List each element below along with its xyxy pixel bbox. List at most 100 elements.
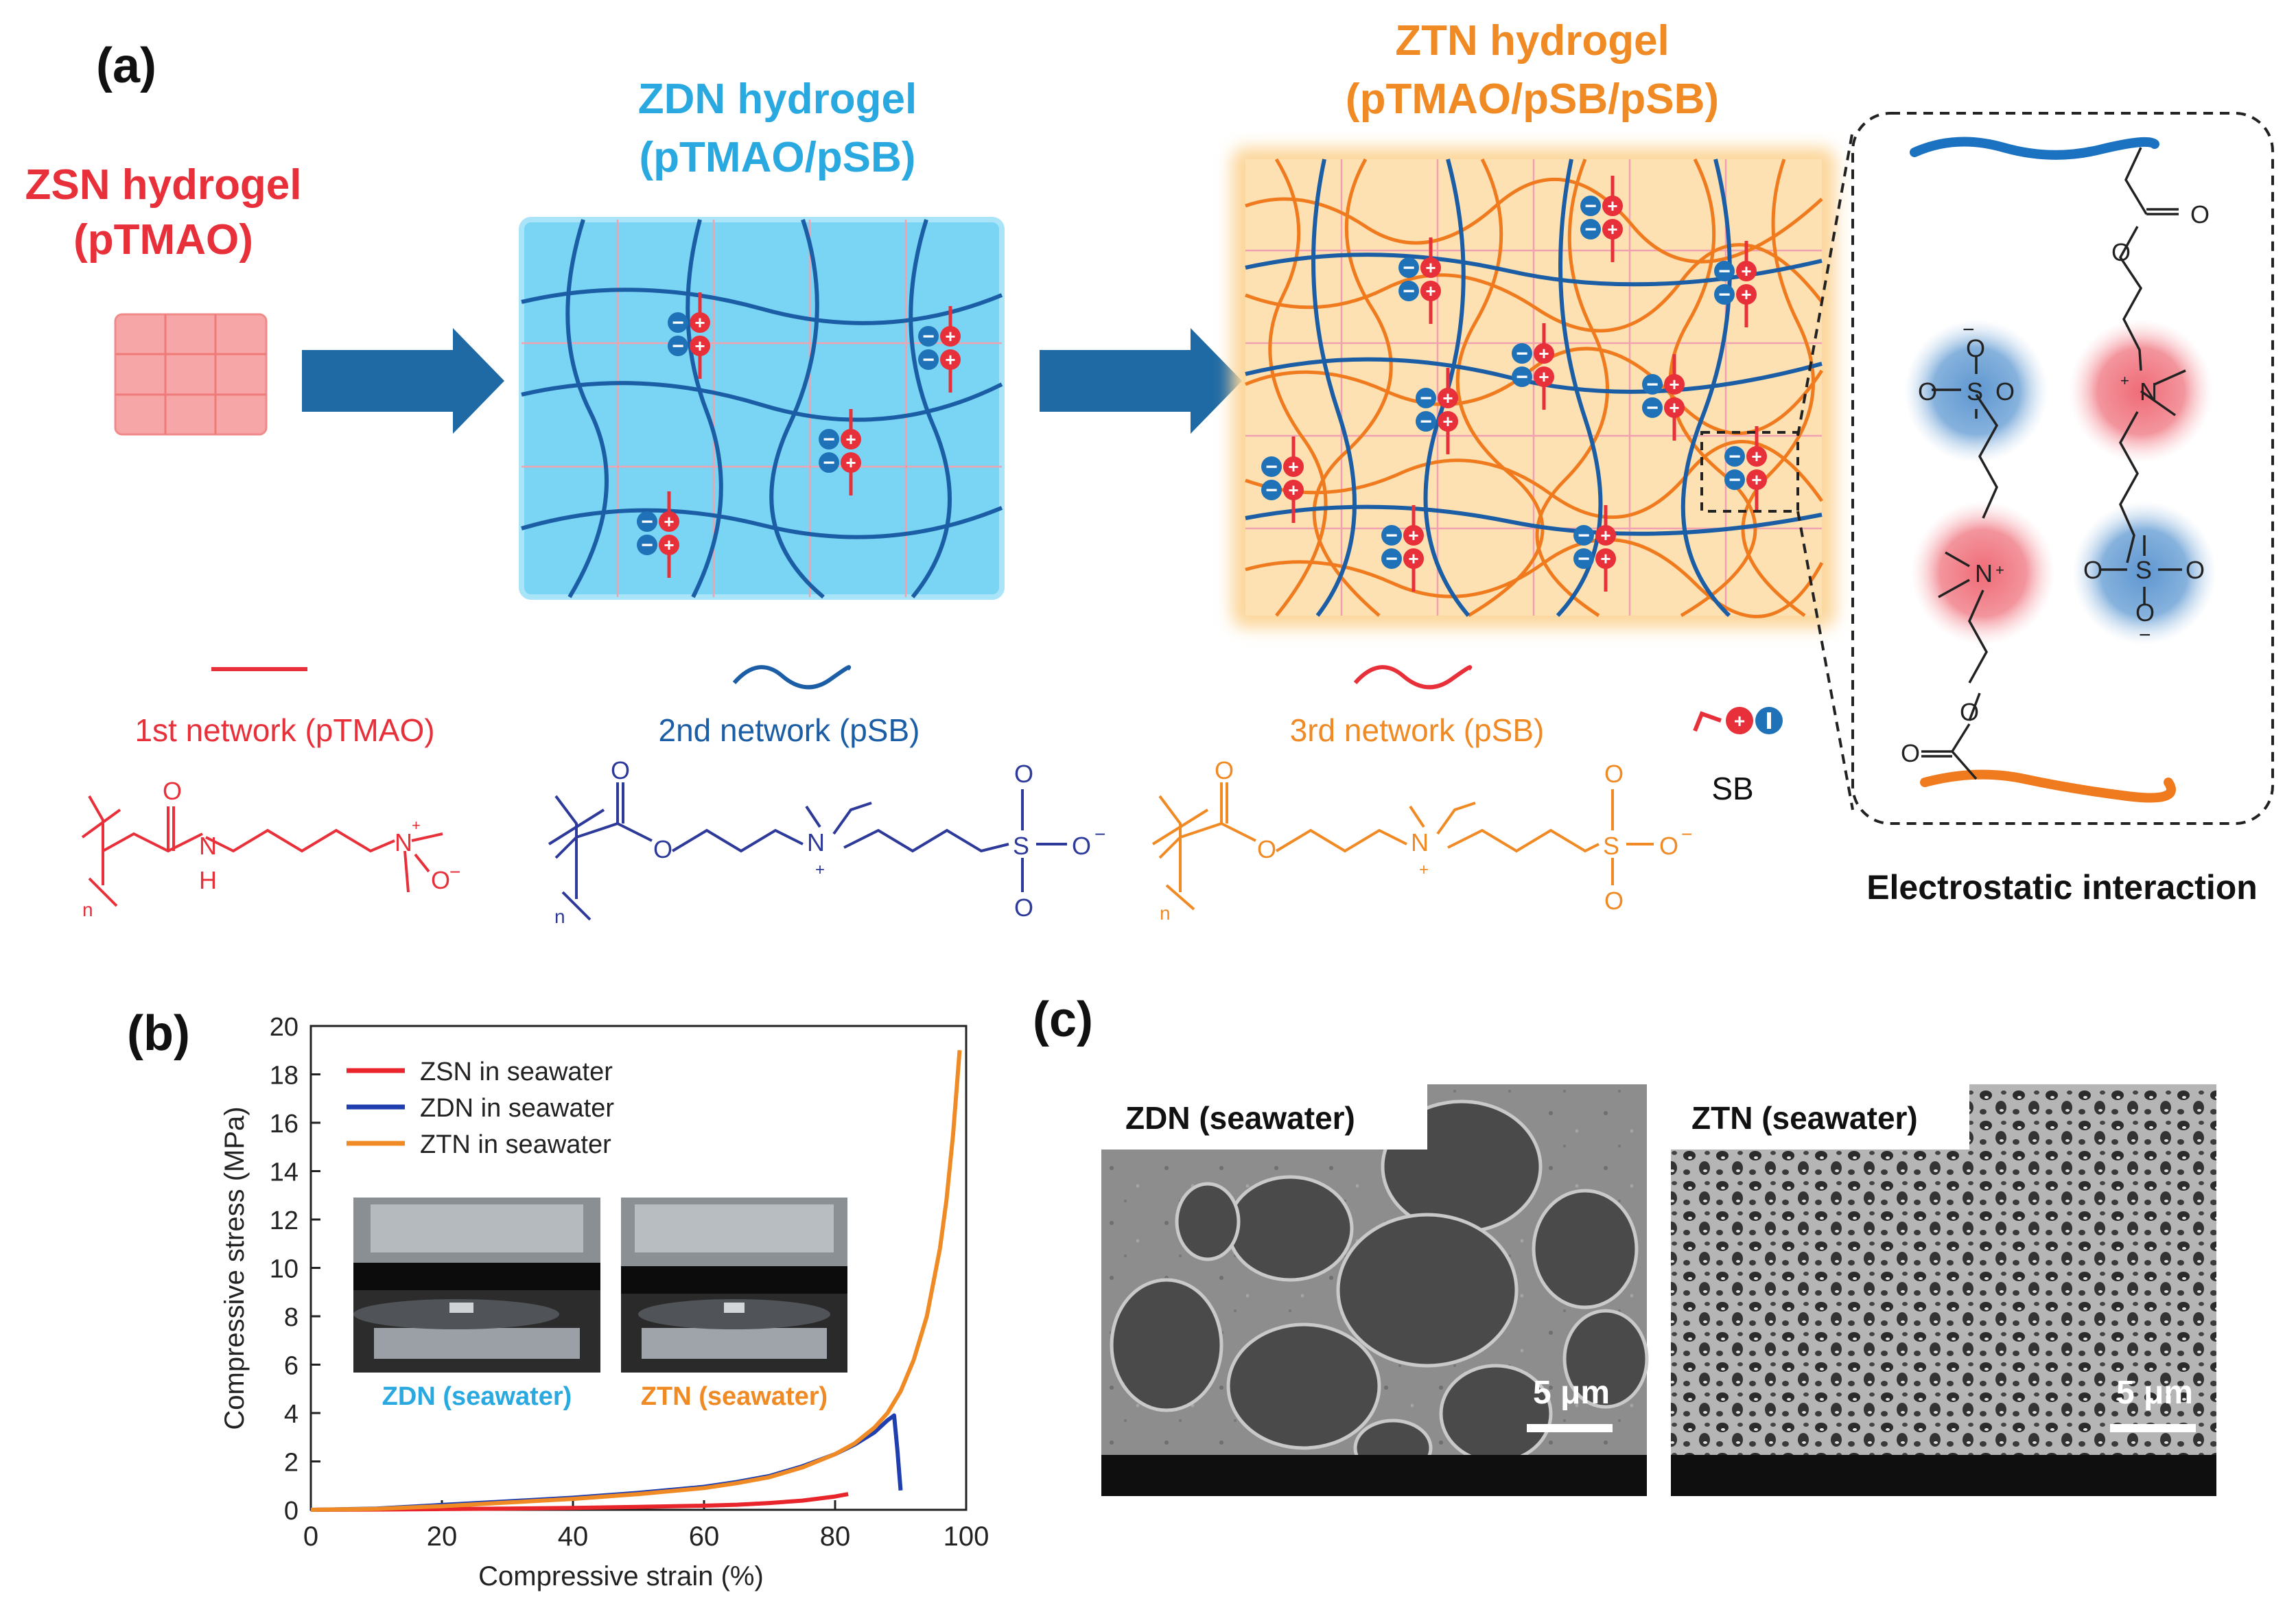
atom-o: O <box>1604 760 1624 788</box>
y-tick-label: 20 <box>270 1013 298 1042</box>
panel-c: (c) ZDN (seawater) 5 μm <box>1033 992 2216 1496</box>
zoom-line <box>1796 130 1854 436</box>
sem-image-ztn: ZTN (seawater) 5 μm <box>1671 1084 2216 1496</box>
zdn-inset-label: ZDN (seawater) <box>382 1382 572 1411</box>
sb-icon: + <box>1693 707 1783 734</box>
atom-o: O <box>1901 739 1920 767</box>
zdn-compression-photo <box>353 1198 600 1373</box>
panel-label-b: (b) <box>127 1006 190 1061</box>
atom-n: N <box>2140 377 2157 406</box>
x-tick-label: 60 <box>689 1521 720 1552</box>
second-network-label: 2nd network (pSB) <box>659 712 920 748</box>
third-network-label: 3rd network (pSB) <box>1290 712 1545 748</box>
second-network-line <box>732 665 852 690</box>
sb-label: SB <box>1711 771 1753 806</box>
y-tick-label: 10 <box>270 1255 298 1284</box>
zoom-box <box>1700 431 1799 513</box>
atom-n: N <box>395 828 412 856</box>
atom-o: O <box>1960 698 1979 726</box>
charge-plus: + <box>1995 561 2004 579</box>
sem-zdn-label: ZDN (seawater) <box>1125 1100 1355 1136</box>
atom-s: S <box>1967 377 1983 406</box>
charge-minus: − <box>2139 624 2151 646</box>
atom-n: N <box>199 832 217 860</box>
series-line <box>310 1492 849 1512</box>
repeat-n: n <box>82 899 93 920</box>
atom-o: O <box>2111 238 2131 266</box>
y-tick-label: 14 <box>270 1158 298 1187</box>
charge-minus: − <box>1094 824 1105 845</box>
third-network-line <box>1353 665 1473 690</box>
y-tick-label: 12 <box>270 1206 298 1235</box>
atom-n: N <box>807 828 825 856</box>
atom-o: O <box>431 866 450 894</box>
x-tick-label: 0 <box>303 1521 318 1552</box>
x-axis-label: Compressive strain (%) <box>478 1561 764 1591</box>
ztn-hydrogel-network <box>1232 148 1836 628</box>
atom-o: O <box>611 756 630 784</box>
sem-ztn-scale-label: 5 μm <box>2116 1375 2193 1411</box>
zsn-subtitle: (pTMAO) <box>73 216 253 264</box>
charge-plus: + <box>2120 372 2129 389</box>
panel-label-a: (a) <box>96 38 156 93</box>
legend-label: ZTN in seawater <box>420 1130 611 1159</box>
atom-o: O <box>1659 832 1678 860</box>
charge-minus: − <box>449 861 460 883</box>
sem-ztn-label: ZTN (seawater) <box>1691 1100 1918 1136</box>
charge-minus: − <box>1681 824 1692 845</box>
atom-s: S <box>1603 832 1619 860</box>
atom-o: O <box>1604 887 1624 915</box>
charge-minus: − <box>1963 318 1975 341</box>
charge-plus: + <box>412 817 421 834</box>
arrow-icon <box>302 328 504 434</box>
y-axis-label: Compressive stress (MPa) <box>220 1106 250 1430</box>
atom-o: O <box>2083 556 2102 584</box>
atom-o: O <box>2186 556 2205 584</box>
zoom-line <box>1796 511 1854 810</box>
sem-image-zdn: ZDN (seawater) 5 μm <box>1101 1084 1649 1496</box>
y-tick-label: 6 <box>284 1352 298 1381</box>
zsn-title: ZSN hydrogel <box>25 161 301 209</box>
y-tick-label: 18 <box>270 1062 298 1090</box>
x-tick-label: 100 <box>944 1521 989 1552</box>
y-tick-label: 16 <box>270 1110 298 1139</box>
x-tick-label: 20 <box>427 1521 458 1552</box>
ztn-compression-photo <box>621 1198 847 1373</box>
repeat-n: n <box>554 906 565 927</box>
scale-bar <box>1527 1424 1613 1432</box>
electrostatic-zoom-box: O O N + S O O − O N + S O O O − O O <box>1851 112 2274 825</box>
atom-o: O <box>1257 835 1276 863</box>
sem-zdn-scale-label: 5 μm <box>1533 1375 1610 1411</box>
y-tick-label: 4 <box>284 1400 298 1429</box>
atom-n: N <box>1411 828 1429 856</box>
atom-o: O <box>163 777 182 805</box>
panel-a: (a) ZSN hydrogel (pTMAO) ZDN hydrogel (p… <box>25 17 2274 927</box>
atom-o: O <box>1995 377 2015 406</box>
compression-photo-insets: ZDN (seawater) ZTN (seawater) <box>353 1198 847 1411</box>
panel-label-c: (c) <box>1033 992 1093 1047</box>
x-tick-label: 80 <box>820 1521 851 1552</box>
svg-text:+: + <box>1734 710 1745 732</box>
atom-o: O <box>1014 894 1033 922</box>
first-network-label: 1st network (pTMAO) <box>134 712 434 748</box>
legend-label: ZSN in seawater <box>420 1058 613 1086</box>
ptmao-structure <box>81 795 443 907</box>
arrow-icon <box>1040 328 1242 434</box>
zsn-hydrogel-block <box>114 313 268 436</box>
atom-o: O <box>1215 756 1234 784</box>
atom-o: O <box>1918 377 1937 406</box>
electrostatic-interaction-label: Electrostatic interaction <box>1866 868 2258 907</box>
atom-o: O <box>2190 200 2210 229</box>
ztn-title: ZTN hydrogel <box>1395 17 1670 65</box>
zdn-hydrogel-network <box>519 217 1005 600</box>
ztn-subtitle: (pTMAO/pSB/pSB) <box>1346 75 1719 123</box>
legend-label: ZDN in seawater <box>420 1094 614 1123</box>
atom-o: O <box>2135 598 2155 627</box>
psb-structure-blue <box>548 782 1067 921</box>
psb-structure-orange <box>1151 782 1654 911</box>
atom-s: S <box>1013 832 1029 860</box>
y-tick-label: 8 <box>284 1303 298 1332</box>
atom-o: O <box>1014 760 1033 788</box>
